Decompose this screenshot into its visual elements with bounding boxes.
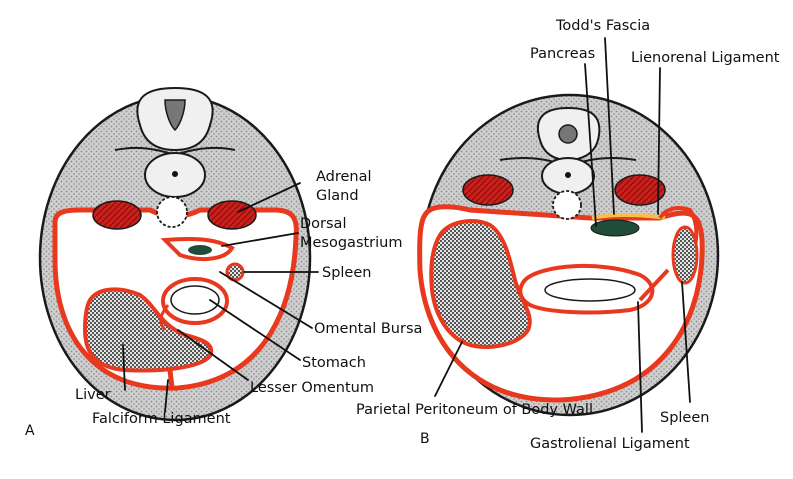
falciform-ligament-a (167, 369, 175, 389)
leader-liver (122, 344, 126, 391)
leader-todds (604, 37, 615, 215)
label-lesser-omentum: Lesser Omentum (250, 380, 374, 396)
kidney-right-b (614, 174, 666, 206)
panel-b-cross-section: Todd's Fascia Pancreas Lienorenal Ligame… (356, 18, 780, 452)
spleen-a (225, 262, 245, 282)
liver-b (429, 219, 532, 349)
todds-fascia-b (591, 213, 666, 220)
kidney-left-a (92, 200, 142, 230)
leader-lesser-omentum (177, 329, 249, 381)
pancreas-b (590, 219, 640, 237)
leader-lienorenal (657, 67, 661, 215)
label-falciform: Falciform Ligament (92, 411, 231, 427)
panel-a-cross-section: Adrenal Gland Dorsal Mesogastrium Spleen… (25, 86, 422, 439)
kidney-left-b (462, 174, 514, 206)
stomach-inner-a (170, 285, 220, 315)
vertebra-b (499, 106, 637, 195)
leader-gastrolienal (637, 301, 643, 433)
spleen-b (671, 225, 699, 285)
label-gastrolienal: Gastrolienal Ligament (530, 436, 690, 452)
label-adrenal-line2: Gland (316, 188, 359, 204)
label-spleen-b: Spleen (660, 410, 709, 426)
label-liver: Liver (75, 387, 111, 403)
leader-falciform (164, 379, 169, 413)
label-parietal: Parietal Peritoneum of Body Wall (356, 402, 593, 418)
leader-parietal (434, 341, 463, 397)
leader-spleen-b (681, 281, 691, 403)
label-dorsal-line2: Mesogastrium (300, 235, 403, 251)
label-adrenal-line1: Adrenal (316, 169, 372, 185)
label-pancreas-b: Pancreas (530, 46, 595, 62)
leader-adrenal (237, 182, 301, 213)
leader-omental-bursa (219, 271, 313, 329)
kidney-right-a (207, 200, 257, 230)
pancreas-a (188, 245, 212, 255)
label-omental-bursa: Omental Bursa (314, 321, 422, 337)
lesser-omentum-a (159, 304, 170, 331)
panel-label-b: B (420, 431, 430, 447)
label-todds-fascia: Todd's Fascia (555, 18, 650, 34)
aorta-a (156, 196, 188, 228)
label-lienorenal: Lienorenal Ligament (631, 50, 780, 66)
gastrolienal-ligament-b (638, 268, 670, 302)
label-spleen-a: Spleen (322, 265, 371, 281)
leader-pancreas (584, 63, 597, 227)
liver-a (82, 287, 214, 373)
leader-dorsal (221, 232, 299, 247)
aorta-b (552, 190, 582, 220)
stomach-inner-b (544, 278, 636, 302)
panel-label-a: A (25, 423, 35, 439)
label-stomach: Stomach (302, 355, 366, 371)
label-dorsal-line1: Dorsal (300, 216, 346, 232)
leader-stomach (209, 299, 301, 361)
vertebra-a (114, 86, 236, 198)
